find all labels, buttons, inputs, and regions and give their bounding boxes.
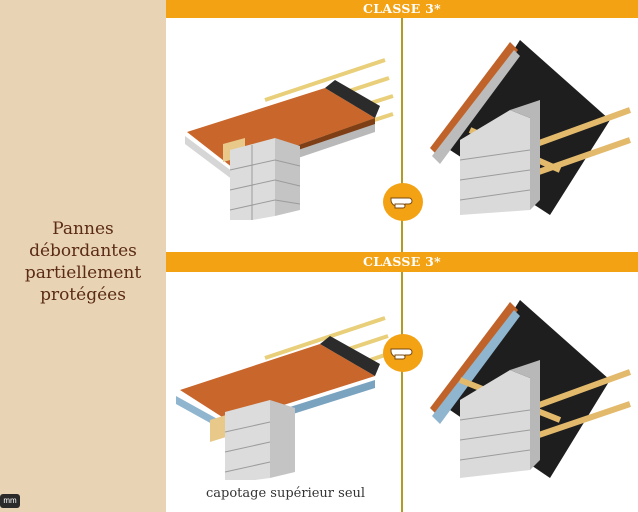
- title-line-2: débordantes: [29, 241, 137, 261]
- roof-gable-illustration: [430, 40, 632, 215]
- title-line-4: protégées: [40, 285, 126, 305]
- class-banner-top: CLASSE 3*: [166, 0, 638, 18]
- panel-divider-bottom: [401, 272, 403, 512]
- roof-gable-covered-illustration: [430, 300, 632, 478]
- title-line-3: partiellement: [24, 263, 142, 283]
- roof-overhang-covered-illustration: [176, 316, 389, 480]
- roof-overhang-side-illustration: [185, 58, 394, 220]
- pointing-hand-icon: [383, 183, 423, 221]
- class-banner-bottom: CLASSE 3*: [166, 252, 638, 272]
- title-line-1: Pannes: [52, 219, 114, 239]
- illustration-caption: capotage supérieur seul: [206, 486, 366, 501]
- unit-badge: mm: [0, 494, 20, 508]
- sidebar-panel: Pannes débordantes partiellement protégé…: [0, 0, 166, 512]
- pointing-hand-icon: [383, 334, 423, 372]
- section-title: Pannes débordantes partiellement protégé…: [0, 218, 166, 306]
- panel-divider-top: [401, 18, 403, 252]
